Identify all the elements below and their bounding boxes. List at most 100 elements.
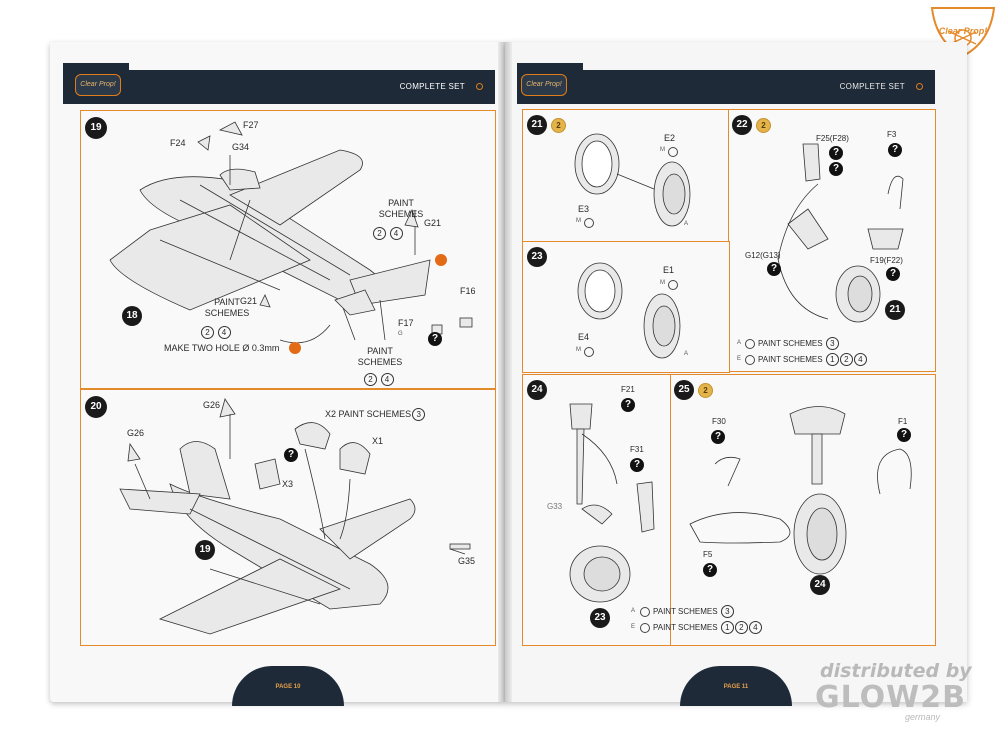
part-label-f25: F25(F28) [816, 134, 849, 143]
part-label-x1: X1 [372, 436, 384, 446]
step-number: 22 [732, 115, 752, 135]
question-paint-icon: ? [711, 430, 725, 444]
drill-hole-icon [435, 254, 447, 266]
step-20-aircraft-drawing [119, 398, 471, 635]
part-label-e1: E1 [663, 265, 675, 275]
paint-schemes-label: PAINT SCHEMES [357, 346, 403, 367]
question-paint-icon: ? [829, 146, 843, 160]
ref-step-21: 21 [885, 300, 905, 320]
scheme-badges: 2 4 [363, 373, 394, 386]
part-label-f30: F30 [712, 417, 726, 426]
paint-swatch-icon [640, 623, 650, 633]
finish-letter: A [684, 221, 689, 227]
watermark-brand: GLOW2B [815, 680, 967, 715]
ref-step-23: 23 [590, 608, 610, 628]
gold-badge: 2 [551, 118, 566, 133]
finish-letter: A [737, 340, 742, 346]
step-number: 25 [674, 380, 694, 400]
step-number: 21 [527, 115, 547, 135]
part-label-f21: F21 [621, 385, 635, 394]
brand-text: Clear Prop! [938, 26, 988, 36]
scheme-1-badge: 1 [720, 621, 734, 634]
scheme-4-badge: 4 [217, 326, 231, 339]
part-label-f16: F16 [460, 286, 476, 296]
step-number: 23 [527, 247, 547, 267]
scheme-badges: 2 4 [200, 326, 231, 339]
page-number: PAGE 11 [723, 684, 749, 690]
paint-schemes-label: PAINT SCHEMES [758, 339, 823, 348]
scheme-2-badge: 2 [734, 621, 748, 634]
step-19-aircraft-drawing [109, 121, 473, 344]
hole-note: MAKE TWO HOLE Ø 0.3mm [164, 343, 280, 353]
paint-swatch-icon [668, 147, 678, 157]
part-label-f5: F5 [703, 550, 713, 559]
paint-swatch-icon [640, 607, 650, 617]
x2-label: X2 PAINT SCHEMES [325, 409, 412, 419]
scheme-3-badge: 3 [825, 337, 839, 350]
finish-letter: E [737, 356, 742, 362]
scheme-2-badge: 2 [373, 227, 386, 240]
paint-schemes-label: PAINT SCHEMES [653, 623, 718, 632]
wheel-drawing [577, 262, 681, 359]
finish-letter: A [684, 351, 689, 357]
step-number: 24 [527, 380, 547, 400]
header-dot-icon [476, 83, 483, 90]
ref-step-24: 24 [810, 575, 830, 595]
gold-badge: 2 [698, 383, 713, 398]
gold-badge: 2 [756, 118, 771, 133]
scheme-4-badge: 4 [748, 621, 762, 634]
part-label-f19: F19(F22) [870, 256, 903, 265]
scheme-1-badge: 1 [825, 353, 839, 366]
left-header-bar: Clear Prop! COMPLETE SET [63, 63, 495, 104]
question-paint-icon: ? [829, 162, 843, 176]
part-label-g26: G26 [127, 428, 145, 438]
scheme-3-badge: 3 [720, 605, 734, 618]
question-paint-icon: ? [703, 563, 717, 577]
page-number: PAGE 10 [275, 684, 301, 690]
question-paint-icon: ? [428, 332, 442, 346]
part-label-f31: F31 [630, 445, 644, 454]
finish-letter: G [398, 331, 403, 337]
left-footer: PAGE 10 [232, 666, 344, 706]
paint-swatch-icon [745, 339, 755, 349]
scheme-4-badge: 4 [853, 353, 867, 366]
part-label-g21: G21 [240, 296, 258, 306]
part-label-f17: F17 [398, 318, 414, 328]
header-logo: Clear Prop! [75, 74, 121, 96]
paint-swatch-icon [584, 347, 594, 357]
finish-letter: M [576, 218, 581, 224]
part-label-e2: E2 [664, 133, 676, 143]
question-paint-icon: ? [767, 262, 781, 276]
scheme-3-badge: 3 [412, 408, 426, 421]
paint-schemes-label: PAINT SCHEMES [758, 355, 823, 364]
header-logo: Clear Prop! [521, 74, 567, 96]
landing-gear-drawing [569, 403, 655, 603]
paint-schemes-label: PAINT SCHEMES [653, 607, 718, 616]
question-paint-icon: ? [897, 428, 911, 442]
paint-swatch-icon [584, 218, 594, 228]
scheme-2-badge: 2 [364, 373, 377, 386]
scheme-2-badge: 2 [839, 353, 853, 366]
landing-gear-drawing [689, 406, 912, 575]
part-label-g26: G26 [203, 400, 221, 410]
question-paint-icon: ? [621, 398, 635, 412]
paint-schemes-a: PAINT SCHEMES 3 [653, 605, 734, 618]
right-footer: PAGE 11 [680, 666, 792, 706]
scheme-2-badge: 2 [201, 326, 214, 339]
ref-step-19: 19 [195, 540, 215, 560]
question-paint-icon: ? [888, 143, 902, 157]
part-label-x3: X3 [282, 479, 294, 489]
part-label-e4: E4 [578, 332, 590, 342]
watermark-country: germany [905, 712, 941, 722]
scheme-badges: 2 4 [372, 227, 403, 240]
finish-letter: M [576, 347, 581, 353]
question-paint-icon: ? [630, 458, 644, 472]
part-label-g21: G21 [424, 218, 442, 228]
booklet-spine [498, 42, 512, 702]
finish-letter: E [631, 624, 636, 630]
step-number: 19 [85, 117, 107, 139]
step-23-panel [522, 241, 730, 373]
